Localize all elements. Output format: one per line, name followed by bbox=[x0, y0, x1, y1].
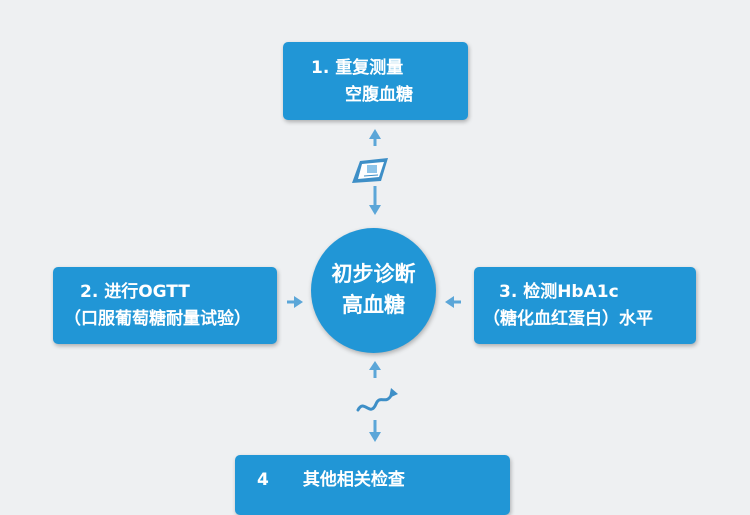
step2-box: 2. 进行OGTT （口服葡萄糖耐量试验） bbox=[53, 267, 277, 344]
step3-box: 3. 检测HbA1c （糖化血红蛋白）水平 bbox=[474, 267, 696, 344]
step1-subtitle: 空腹血糖 bbox=[345, 85, 413, 105]
step4-box: 4 其他相关检查 bbox=[235, 455, 510, 515]
center-subtitle: 高血糖 bbox=[342, 293, 405, 317]
center-diagnosis-circle: 初步诊断 高血糖 bbox=[311, 228, 436, 353]
arrow-left-to-circle bbox=[287, 296, 303, 308]
step3-title: 3. 检测HbA1c bbox=[499, 282, 619, 302]
center-title: 初步诊断 bbox=[331, 262, 416, 286]
step4-title: 4 其他相关检查 bbox=[257, 470, 405, 490]
step3-subtitle: （糖化血红蛋白）水平 bbox=[483, 309, 653, 329]
step1-title: 1. 重复测量 bbox=[311, 58, 404, 78]
step2-subtitle: （口服葡萄糖耐量试验） bbox=[64, 309, 251, 329]
arrow-up bbox=[369, 129, 381, 215]
connector-layer bbox=[287, 129, 461, 442]
step1-box: 1. 重复测量 空腹血糖 bbox=[283, 42, 468, 120]
document-icon bbox=[352, 158, 388, 183]
step2-title: 2. 进行OGTT bbox=[80, 282, 190, 302]
arrow-right-to-circle bbox=[445, 296, 461, 308]
pulse-icon bbox=[356, 388, 398, 412]
arrow-down bbox=[369, 361, 381, 442]
